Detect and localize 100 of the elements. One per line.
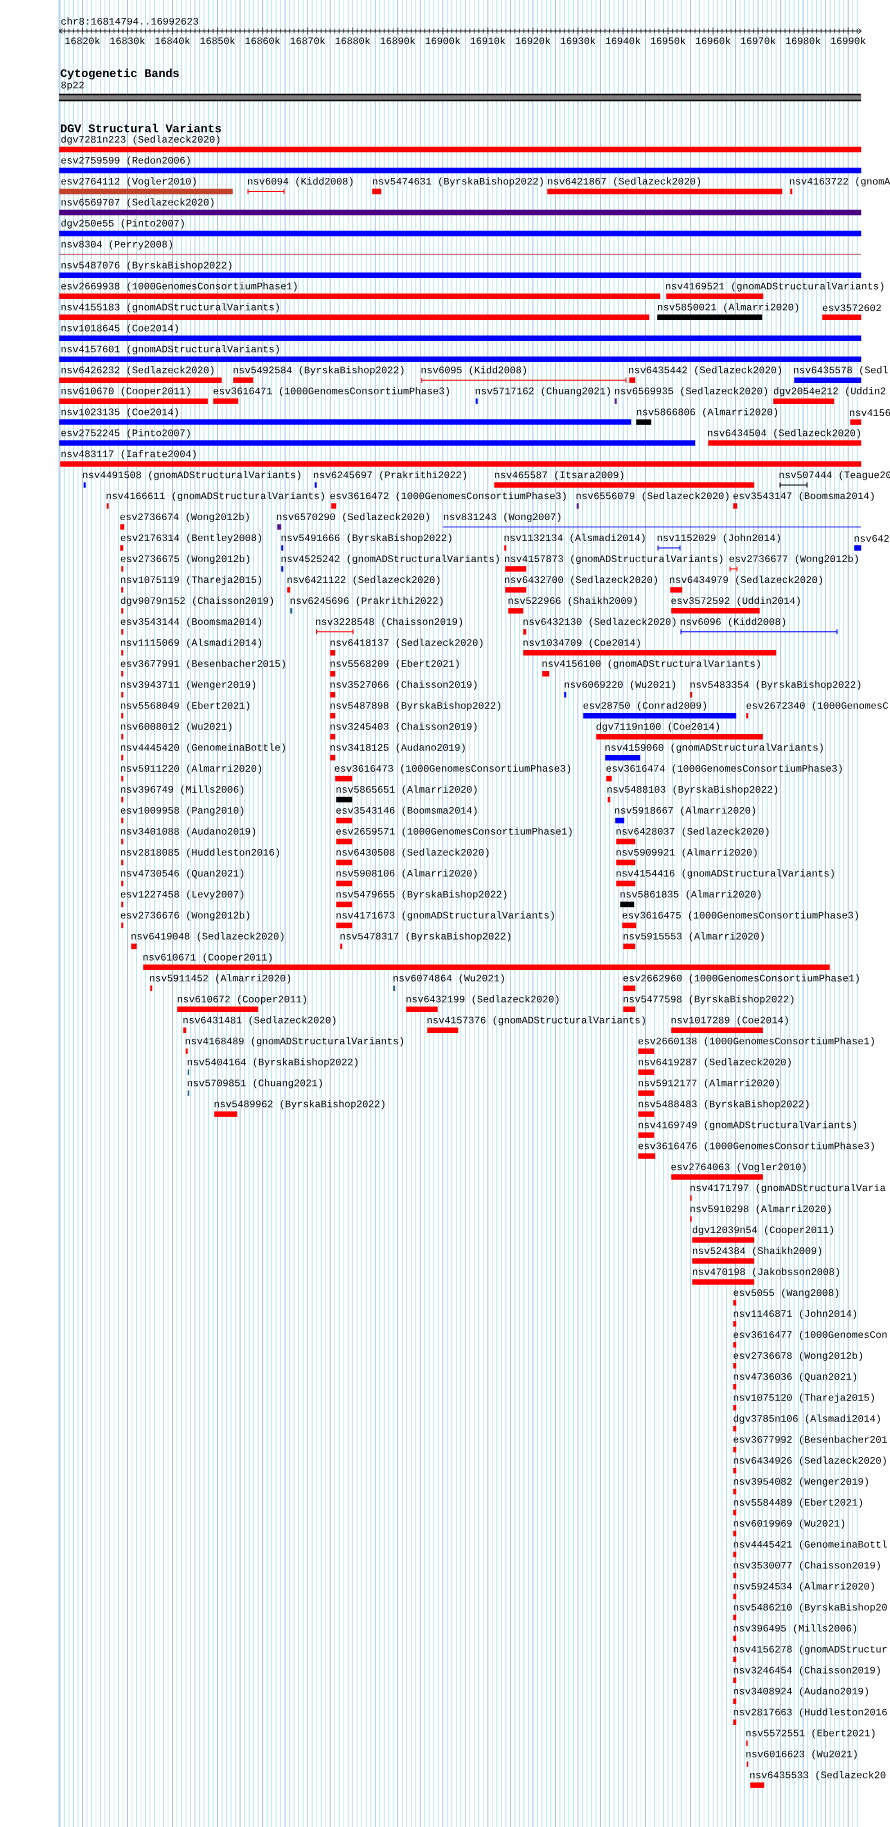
variant-label: esv1009958 (Pang2010): [120, 806, 244, 816]
variant-label: nsv522966 (Shaikh2009): [508, 596, 637, 606]
variant-label: nsv5912177 (Almarri2020): [638, 1079, 779, 1089]
variant-label: nsv4163722 (gnomA: [790, 177, 890, 187]
variant-label: esv2662960 (1000GenomesConsortiumPhase1): [623, 974, 859, 984]
variant-bar: [121, 859, 124, 866]
variant-bar: [59, 314, 650, 320]
variant-bar: [121, 922, 124, 929]
variant-bar: [330, 712, 336, 719]
variant-label: nsv5911220 (Almarri2020): [121, 764, 262, 774]
variant-bar: [330, 650, 336, 656]
variant-label: nsv3228548 (Chaisson2019): [316, 617, 463, 627]
variant-label: nsv4730546 (Quan2021): [121, 869, 244, 879]
variant-label: nsv6069220 (Wu2021): [564, 680, 676, 690]
section-heading: DGV Structural Variants: [60, 123, 221, 133]
variant-bar: [121, 629, 124, 635]
variant-label: nsv6074864 (Wu2021): [393, 974, 504, 984]
variant-label: nsv5865651 (Almarri2020): [336, 785, 477, 795]
variant-bar: [336, 880, 353, 887]
band-bar: [58, 93, 862, 102]
variant-label: dgv9079n152 (Chaisson2019): [120, 596, 273, 606]
variant-label: nsv465587 (Itsara2009): [495, 470, 624, 481]
variant-label: esv2764112 (Vogler2010): [61, 177, 196, 187]
variant-label: esv3616471 (1000GenomesConsortiumPhase3): [213, 387, 449, 397]
variant-label: nsv3245403 (Chaisson2019): [330, 722, 477, 732]
variant-bar: [290, 608, 293, 614]
variant-label: nsv5488483 (ByrskaBishop2022): [638, 1100, 809, 1110]
variant-label: nsv5915553 (Almarri2020): [623, 932, 764, 942]
variant-bar: [121, 880, 124, 887]
variant-label: nsv6008012 (Wu2021): [121, 722, 232, 732]
tick-label: 16870k: [290, 36, 325, 45]
variant-bar: [406, 1006, 438, 1013]
variant-label: nsv8304 (Perry2008): [61, 240, 172, 250]
variant-label: nsv6019969 (Wu2021): [733, 1519, 845, 1529]
variant-label: nsv6434926 (Sedlazeck2020): [733, 1456, 886, 1466]
variant-label: esv3543146 (Boomsma2014): [336, 806, 477, 816]
variant-bar: [340, 943, 343, 950]
variant-label: nsv3954082 (Wenger2019): [733, 1477, 868, 1487]
variant-bar: [287, 587, 291, 593]
variant-label: nsv5909921 (Almarri2020): [616, 848, 757, 858]
variant-bar: [59, 293, 661, 300]
variant-bar: [504, 545, 507, 551]
variant-label: esv2764063 (Vogler2010): [671, 1162, 806, 1173]
variant-label: nsv610671 (Cooper2011): [143, 953, 272, 963]
tick-label: 16840k: [155, 36, 190, 45]
variant-bar: [733, 1425, 737, 1432]
variant-bar: [330, 692, 336, 698]
variant-label: nsv6435578 (Sedl: [794, 366, 888, 376]
variant-bar: [336, 817, 353, 824]
variant-label: nsv6434979 (Sedlazeck2020): [670, 575, 822, 585]
variant-label: nsv6426232 (Sedlazeck2020): [61, 366, 214, 376]
variant-bar: [692, 1279, 755, 1285]
variant-label: nsv4171797 (gnomADStructuralVaria: [690, 1183, 886, 1194]
variant-bar: [564, 692, 567, 698]
variant-label: nsv4445420 (GenomeinaBottle): [121, 743, 285, 753]
variant-bar: [120, 545, 124, 551]
variant-label: nsv6432199 (Sedlazeck2020): [406, 995, 559, 1005]
variant-bar: [330, 671, 336, 677]
variant-label: nsv5491666 (ByrskaBishop2022): [281, 533, 452, 544]
band-label: 8p22: [61, 81, 84, 91]
variant-label: nsv1075120 (Thareja2015): [733, 1393, 874, 1403]
variant-label: nsv2817663 (Huddleston2016: [733, 1708, 887, 1718]
variant-bar: [421, 377, 627, 384]
variant-label: nsv4156: [850, 409, 890, 416]
variant-label: nsv5489962 (ByrskaBishop2022): [214, 1100, 385, 1110]
tick-label: 16830k: [110, 36, 145, 45]
variant-bar: [638, 1090, 655, 1096]
variant-bar: [393, 985, 396, 992]
variant-label: esv2736676 (Wong2012b): [120, 911, 250, 921]
variant-label: esv2669938 (1000GenomesConsortiumPhase1): [61, 282, 297, 292]
variant-bar: [187, 1069, 190, 1075]
variant-label: nsv6096 (Kidd2008): [680, 617, 786, 627]
variant-label: esv2659571 (1000GenomesConsortiumPhase1): [336, 827, 572, 837]
variant-bar: [59, 335, 862, 341]
variant-label: nsv4171673 (gnomADStructuralVariants): [336, 911, 554, 921]
variant-bar: [616, 880, 636, 887]
variant-label: nsv5486210 (ByrskaBishop20: [733, 1603, 887, 1613]
variant-bar: [733, 1635, 737, 1642]
variant-bar: [733, 1384, 737, 1390]
variant-label: nsv3527066 (Chaisson2019): [330, 680, 477, 690]
variant-label: nsv4157601 (gnomADStructuralVariants): [61, 345, 279, 355]
variant-label: dgv3785n106 (Alsmadi2014): [733, 1414, 880, 1424]
variant-bar: [143, 964, 830, 971]
variant-label: nsv4156278 (gnomADStructur: [733, 1645, 887, 1655]
variant-label: esv3677992 (Besenbacher201: [733, 1435, 887, 1445]
variant-bar: [59, 440, 696, 446]
variant-bar: [314, 482, 317, 488]
variant-label: esv2176314 (Bentley2008): [120, 533, 262, 544]
variant-label: dgv7119n100 (Coe2014): [596, 722, 719, 732]
variant-bar: [596, 733, 763, 740]
variant-bar: [330, 733, 336, 740]
variant-label: nsv1023135 (Coe2014): [61, 408, 178, 418]
variant-bar: [708, 440, 862, 446]
variant-label: nsv6556079 (Sedlazeck2020): [576, 491, 729, 502]
variant-bar: [336, 838, 353, 845]
variant-label: nsv1034709 (Coe2014): [523, 638, 640, 648]
variant-label: dgv12039n54 (Cooper2011): [692, 1225, 833, 1236]
variant-label: nsv6569707 (Sedlazeck2020): [61, 198, 214, 208]
variant-bar: [733, 1677, 737, 1684]
variant-bar: [623, 1006, 636, 1013]
